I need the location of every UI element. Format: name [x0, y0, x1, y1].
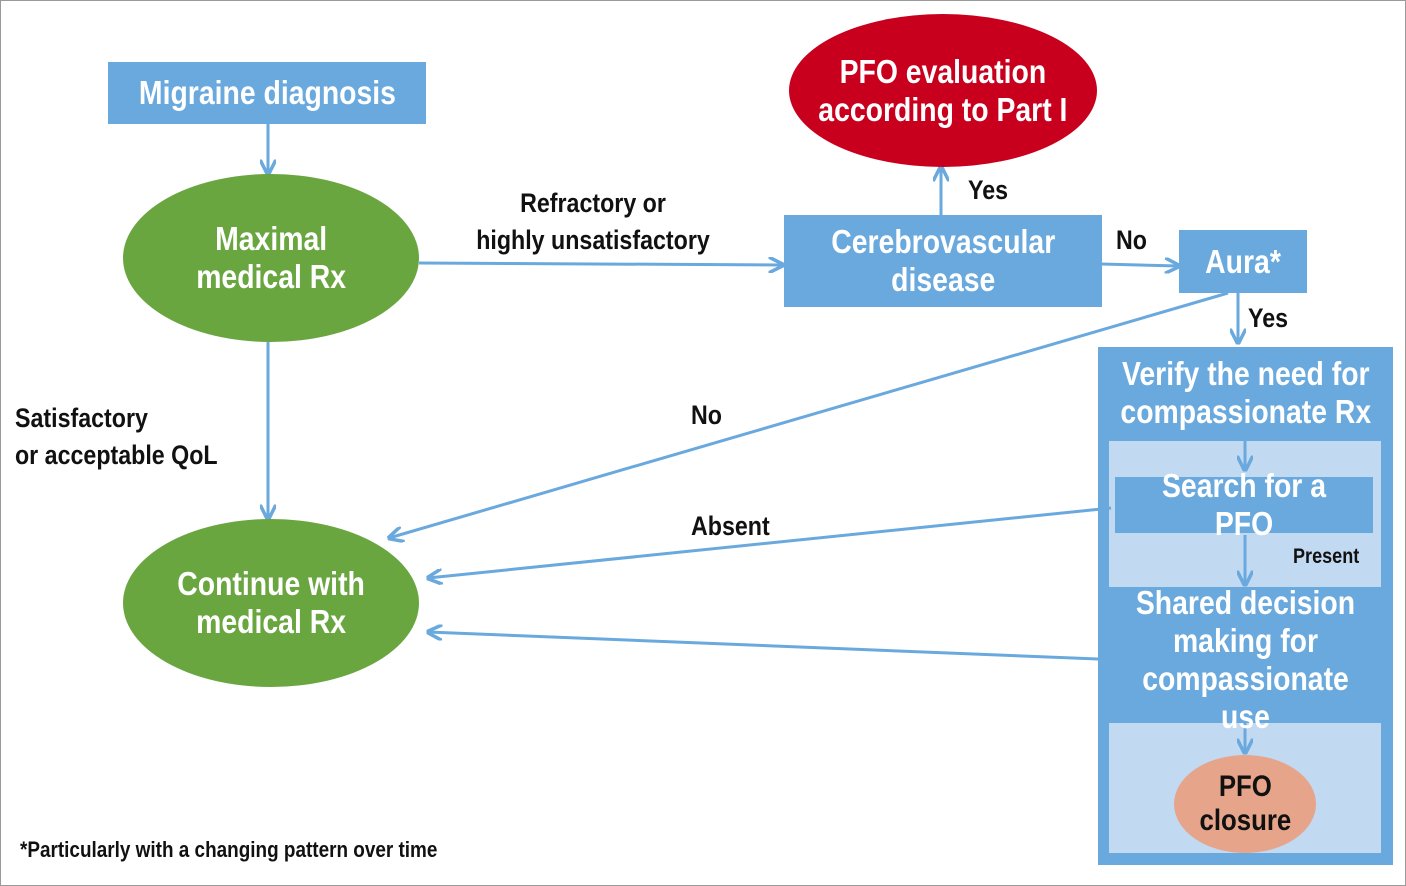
migraine-diagnosis-box: Migraine diagnosis [108, 62, 426, 124]
yes-cerebro-label: Yes [968, 175, 1009, 205]
present-label: Present [1293, 545, 1360, 568]
no-cerebro-label: No [1116, 225, 1147, 255]
footnote: *Particularly with a changing pattern ov… [20, 837, 438, 862]
continue-medical-rx-oval: Continue with medical Rx [123, 519, 419, 687]
pfo-evaluation-text: PFO evaluation according to Part I [818, 52, 1068, 128]
arrow-aura-no-to-continue [389, 291, 1229, 538]
pfo-closure-oval: PFO closure [1174, 755, 1316, 853]
arrow-cerebro-to-aura [1100, 264, 1179, 266]
arrow-search-absent-to-continue [428, 506, 1112, 578]
absent-label: Absent [691, 511, 770, 541]
no-aura-label: No [691, 400, 722, 430]
aura-text: Aura* [1205, 242, 1281, 280]
cerebrovascular-disease-text: Cerebrovascular disease [830, 223, 1056, 298]
satisfactory-label: Satisfactory or acceptable QoL [15, 403, 218, 470]
verify-need-text: Verify the need for compassionate Rx [1120, 355, 1371, 430]
pfo-closure-text: PFO closure [1199, 770, 1291, 837]
shared-decision-heading: Shared decision making for compassionate… [1098, 584, 1393, 735]
shared-decision-text: Shared decision making for compassionate… [1135, 584, 1356, 735]
pfo-evaluation-oval: PFO evaluation according to Part I [789, 14, 1097, 167]
search-for-pfo-text: Search for a PFO [1161, 467, 1327, 542]
verify-need-heading: Verify the need for compassionate Rx [1098, 353, 1393, 433]
search-for-pfo-box: Search for a PFO [1115, 467, 1373, 542]
yes-aura-label: Yes [1248, 303, 1289, 333]
maximal-medical-rx-text: Maximal medical Rx [196, 220, 346, 295]
arrow-maximal-to-cerebro [418, 263, 783, 265]
arrow-shared-to-continue [428, 632, 1099, 661]
maximal-medical-rx-oval: Maximal medical Rx [123, 174, 419, 342]
migraine-diagnosis-text: Migraine diagnosis [138, 74, 396, 111]
refractory-label: Refractory or highly unsatisfactory [476, 188, 710, 255]
aura-box: Aura* [1179, 230, 1307, 293]
cerebrovascular-disease-box: Cerebrovascular disease [784, 215, 1102, 307]
continue-medical-rx-text: Continue with medical Rx [177, 565, 365, 640]
